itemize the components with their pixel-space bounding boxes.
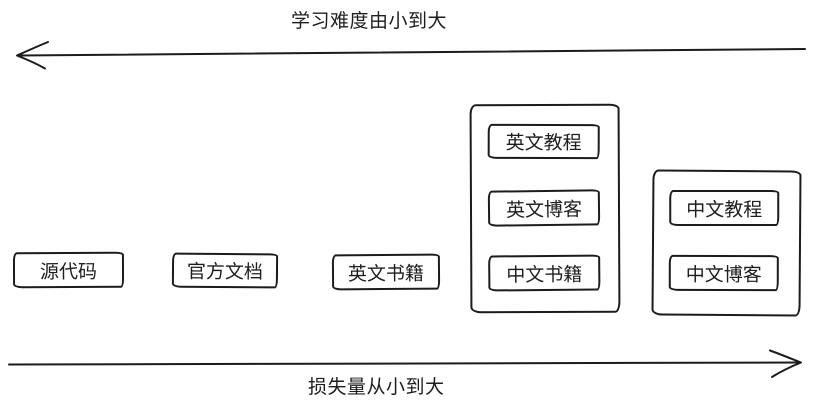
box-chinese-tutorial: 中文教程 bbox=[669, 189, 780, 227]
box-source-code-label: 源代码 bbox=[39, 261, 98, 283]
top-arrow-head bbox=[16, 41, 49, 70]
top-arrow-line bbox=[18, 48, 806, 57]
box-english-blog-label: 英文博客 bbox=[505, 199, 583, 221]
box-chinese-books-label: 中文书籍 bbox=[506, 264, 583, 286]
box-english-books-label: 英文书籍 bbox=[347, 263, 425, 285]
top-axis-label: 学习难度由小到大 bbox=[291, 11, 448, 32]
box-english-blog: 英文博客 bbox=[487, 189, 601, 227]
box-chinese-tutorial-label: 中文教程 bbox=[686, 199, 763, 221]
bottom-arrow-head bbox=[769, 349, 802, 378]
box-chinese-books: 中文书籍 bbox=[488, 254, 601, 292]
box-official-docs-label: 官方文档 bbox=[186, 261, 264, 284]
bottom-axis-label: 损失量从小到大 bbox=[308, 377, 445, 398]
box-english-tutorial-label: 英文教程 bbox=[505, 132, 582, 155]
box-chinese-blog-label: 中文博客 bbox=[685, 264, 762, 286]
box-chinese-blog: 中文博客 bbox=[668, 254, 779, 292]
box-english-books: 英文书籍 bbox=[331, 253, 441, 291]
box-source-code: 源代码 bbox=[12, 251, 125, 289]
bottom-arrow-line bbox=[8, 361, 801, 366]
box-english-tutorial: 英文教程 bbox=[487, 123, 600, 160]
group-box-chinese: 中文教程 中文博客 bbox=[651, 169, 802, 317]
box-official-docs: 官方文档 bbox=[171, 252, 279, 289]
group-box-english-chinese: 英文教程 英文博客 中文书籍 bbox=[469, 103, 621, 314]
